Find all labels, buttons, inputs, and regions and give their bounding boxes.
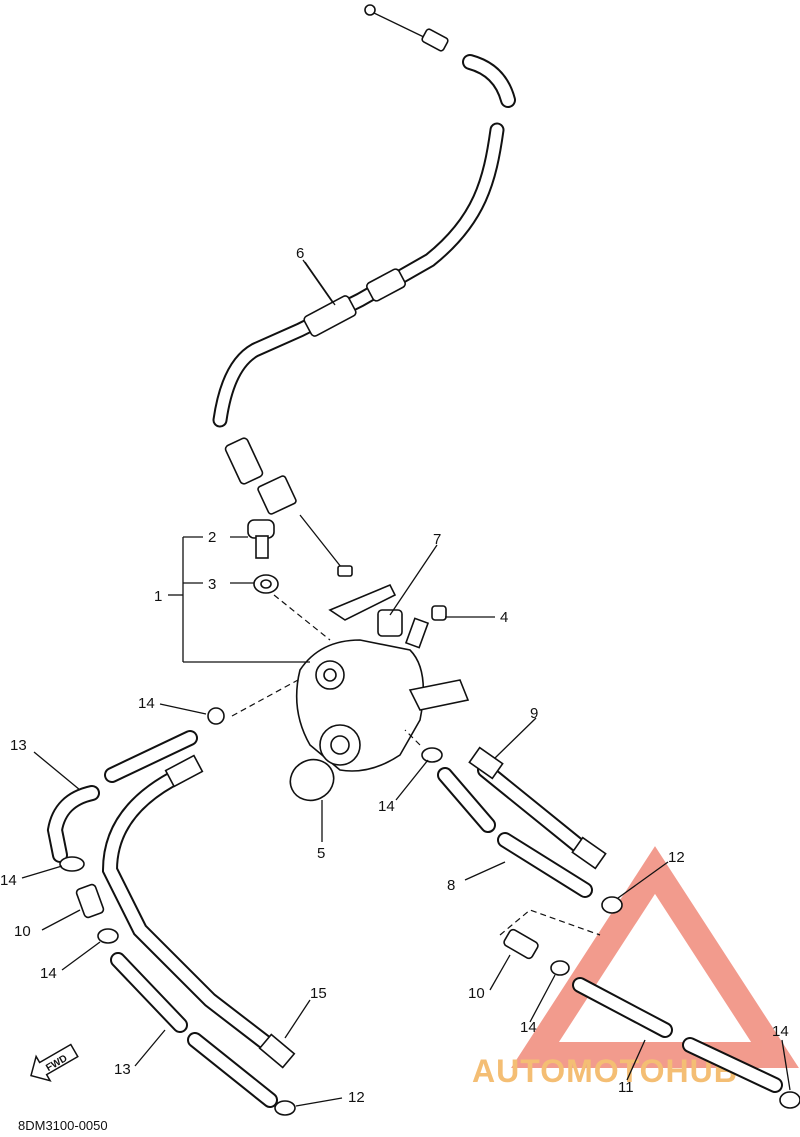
watermark-logo: AUTOMOTOHUB xyxy=(472,846,799,1089)
callout-14-a: 14 xyxy=(138,695,155,712)
part-7-nut xyxy=(377,609,403,637)
callout-3: 3 xyxy=(208,576,216,593)
callout-13-a: 13 xyxy=(10,737,27,754)
hoses-left xyxy=(46,707,296,1116)
callout-14-e: 14 xyxy=(520,1019,537,1036)
callouts: 6 7 2 3 1 4 14 13 5 14 9 8 12 14 10 14 1… xyxy=(0,245,789,1106)
part-5-o-ring xyxy=(289,758,335,802)
callout-10-a: 10 xyxy=(14,923,31,940)
callout-15: 15 xyxy=(310,985,327,1002)
callout-12-b: 12 xyxy=(348,1089,365,1106)
hoses-right xyxy=(421,746,800,1109)
callout-2: 2 xyxy=(208,529,216,546)
diagram-code: 8DM3100-0050 xyxy=(18,1118,108,1132)
callout-11: 11 xyxy=(618,1079,634,1096)
fwd-label: FWD xyxy=(44,1053,69,1074)
fwd-arrow-icon: FWD xyxy=(30,1043,79,1082)
part-4-screw xyxy=(404,605,447,649)
callout-4: 4 xyxy=(500,609,508,626)
part-3-washer xyxy=(253,574,279,594)
callout-14-c: 14 xyxy=(0,872,17,889)
carburetor-body xyxy=(295,583,470,772)
callout-5: 5 xyxy=(317,845,325,862)
callout-14-f: 14 xyxy=(772,1023,789,1040)
cable-assembly xyxy=(212,4,516,577)
group-1-bracket xyxy=(168,536,310,663)
callout-6: 6 xyxy=(296,245,304,262)
watermark-text: AUTOMOTOHUB xyxy=(472,1053,738,1089)
callout-12-a: 12 xyxy=(668,849,685,866)
callout-13-b: 13 xyxy=(114,1061,131,1078)
leader-lines xyxy=(21,259,791,1107)
callout-1: 1 xyxy=(154,588,162,605)
callout-9: 9 xyxy=(530,705,538,722)
callout-8: 8 xyxy=(447,877,455,894)
callout-7: 7 xyxy=(433,531,441,548)
part-2-bolt xyxy=(247,519,275,559)
callout-14-b: 14 xyxy=(378,798,395,815)
callout-10-b: 10 xyxy=(468,985,485,1002)
callout-14-d: 14 xyxy=(40,965,57,982)
